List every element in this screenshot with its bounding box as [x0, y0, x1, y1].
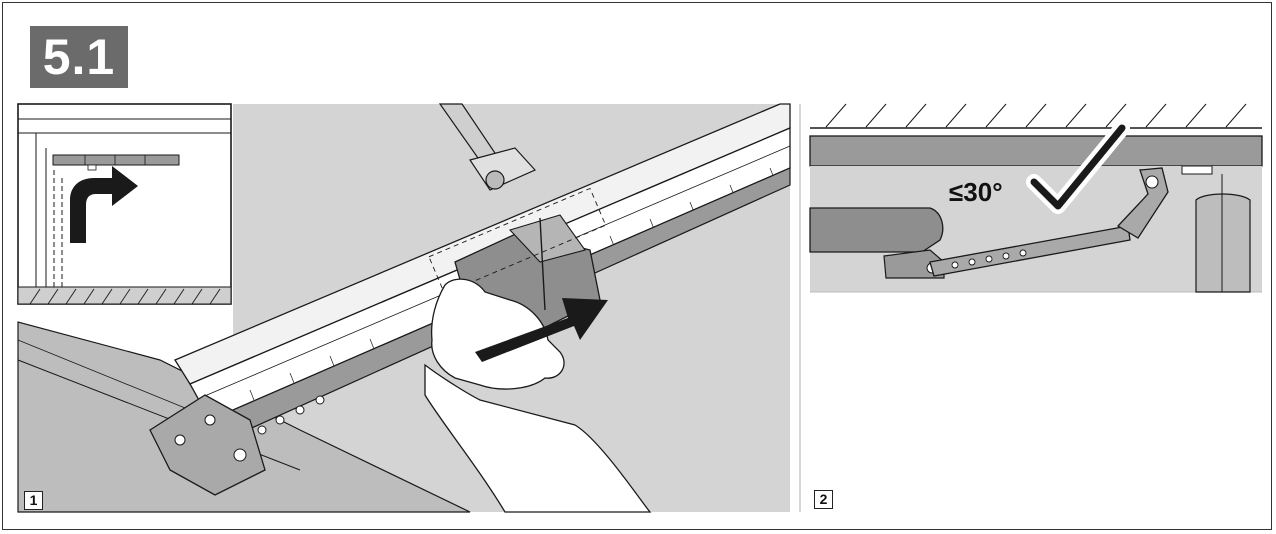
checkmark-icon — [1026, 120, 1130, 214]
section-number-badge: 5.1 — [30, 26, 128, 88]
step-label-1: 1 — [24, 491, 43, 510]
rail-top — [174, 103, 791, 385]
arm — [424, 363, 652, 513]
door-top-edge — [809, 207, 944, 253]
hand — [430, 278, 565, 390]
angle-label: ≤30° — [949, 177, 1003, 207]
ceiling-hatch — [825, 103, 1247, 128]
panel-1 — [17, 103, 791, 513]
opener-side — [1195, 193, 1251, 293]
push-arrow-icon — [475, 298, 608, 362]
door-arm — [929, 225, 1131, 277]
panel-2 — [809, 103, 1263, 293]
inset-overview — [17, 103, 232, 305]
front-bracket — [149, 394, 266, 496]
step-label-2: 2 — [814, 490, 833, 509]
turn-arrow-icon — [70, 166, 138, 243]
bracket-nut — [485, 170, 505, 190]
rail-side-view — [809, 135, 1263, 167]
